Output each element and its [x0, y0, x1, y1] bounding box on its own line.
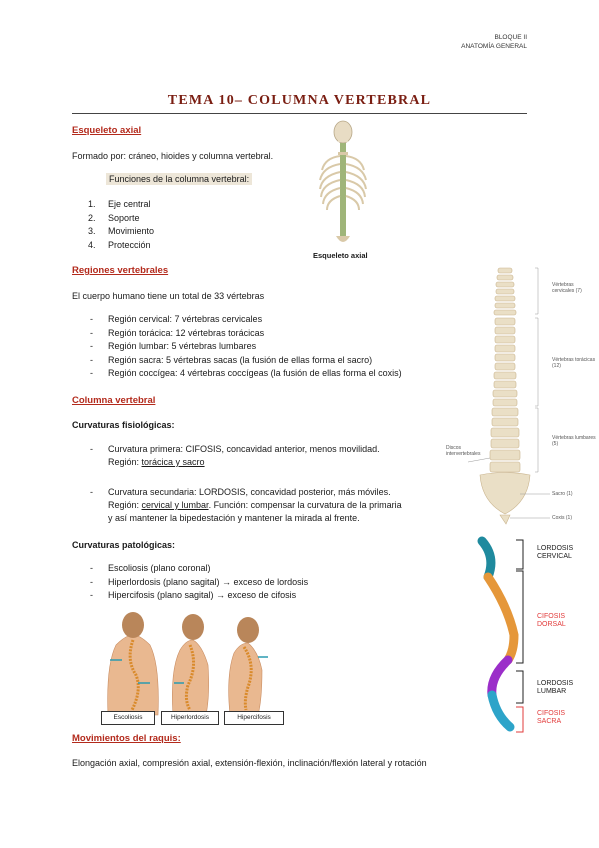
label-coccyx: Coxis (1) [552, 515, 573, 521]
list-item: 3.Movimiento [88, 226, 155, 236]
label-sacrum: Sacro (1) [552, 491, 573, 497]
label-thoracic-vertebrae: Vértebras torácicas (12) [552, 357, 596, 369]
secondary-region-text: cervical y lumbar [141, 500, 209, 510]
label-lumbar-vertebrae: Vértebras lumbares (5) [552, 435, 596, 447]
movements-text: Elongación axial, compresión axial, exte… [72, 758, 427, 768]
list-item: 2.Soporte [88, 212, 140, 223]
list-item: 1.Eje central [88, 199, 151, 209]
label-cervical-vertebrae: Vértebras cervicales (7) [552, 282, 582, 294]
axial-intro: Formado por: cráneo, hioides y columna v… [72, 151, 274, 161]
axial-skeleton-illustration [319, 120, 367, 242]
title-divider [72, 113, 527, 114]
section-heading-column: Columna vertebral [72, 395, 156, 406]
list-item: -Región lumbar: 5 vértebras lumbares [90, 341, 257, 351]
primary-region-text: torácica y sacro [141, 457, 205, 467]
list-item: -Región torácica: 12 vértebras torácicas [90, 327, 265, 338]
section-heading-regions: Regiones vertebrales [72, 265, 169, 276]
physiological-curves-label: Curvaturas fisiológicas: [72, 420, 175, 430]
label-box-escoliosis: Escoliosis [101, 711, 155, 725]
list-item: -Región cervical: 7 vértebras cervicales [90, 314, 263, 324]
page-title: TEMA 10– COLUMNA VERTEBRAL [167, 93, 432, 108]
pathological-curves-illustration [107, 612, 268, 716]
label-box-hipercifosis: Hipercifosis [224, 711, 284, 725]
list-item: -Hiperlordosis (plano sagital) → exceso … [90, 576, 309, 587]
header-line-2: ANATOMÍA GENERAL [461, 43, 527, 50]
list-item: -Hipercifosis (plano sagital) → exceso d… [90, 590, 297, 600]
axial-figure-caption: Esqueleto axial [313, 251, 368, 260]
list-item: -Escoliosis (plano coronal) [90, 563, 211, 573]
functions-label: Funciones de la columna vertebral: [106, 173, 253, 186]
section-heading-axial: Esqueleto axial [72, 125, 142, 136]
document-header: BLOQUE II ANATOMÍA GENERAL [461, 33, 527, 51]
functions-list: 1.Eje central 2.Soporte 3.Movimiento 4.P… [72, 198, 292, 252]
spine-curvatures-illustration [477, 536, 524, 733]
list-item: 4.Protección [88, 239, 151, 250]
header-line-1: BLOQUE II [494, 34, 527, 41]
list-item: -Región coccígea: 4 vértebras coccígeas … [90, 368, 402, 378]
label-box-hiperlordosis: Hiperlordosis [161, 711, 219, 725]
regions-intro: El cuerpo humano tiene un total de 33 vé… [72, 291, 265, 301]
section-heading-movements: Movimientos del raquis: [72, 733, 181, 744]
pathological-curves-label: Curvaturas patológicas: [72, 540, 176, 550]
secondary-curve-item: - Curvatura secundaria: LORDOSIS, concav… [90, 487, 402, 523]
vertebral-regions-illustration [467, 267, 550, 525]
pathological-list: -Escoliosis (plano coronal) -Hiperlordos… [72, 562, 372, 603]
primary-curve-item: - Curvatura primera: CIFOSIS, concavidad… [90, 444, 380, 467]
list-item: -Región sacra: 5 vértebras sacas (la fus… [90, 354, 373, 365]
label-intervertebral-discs: Discos intervertebrales [446, 445, 481, 457]
regions-list: -Región cervical: 7 vértebras cervicales… [72, 313, 472, 381]
